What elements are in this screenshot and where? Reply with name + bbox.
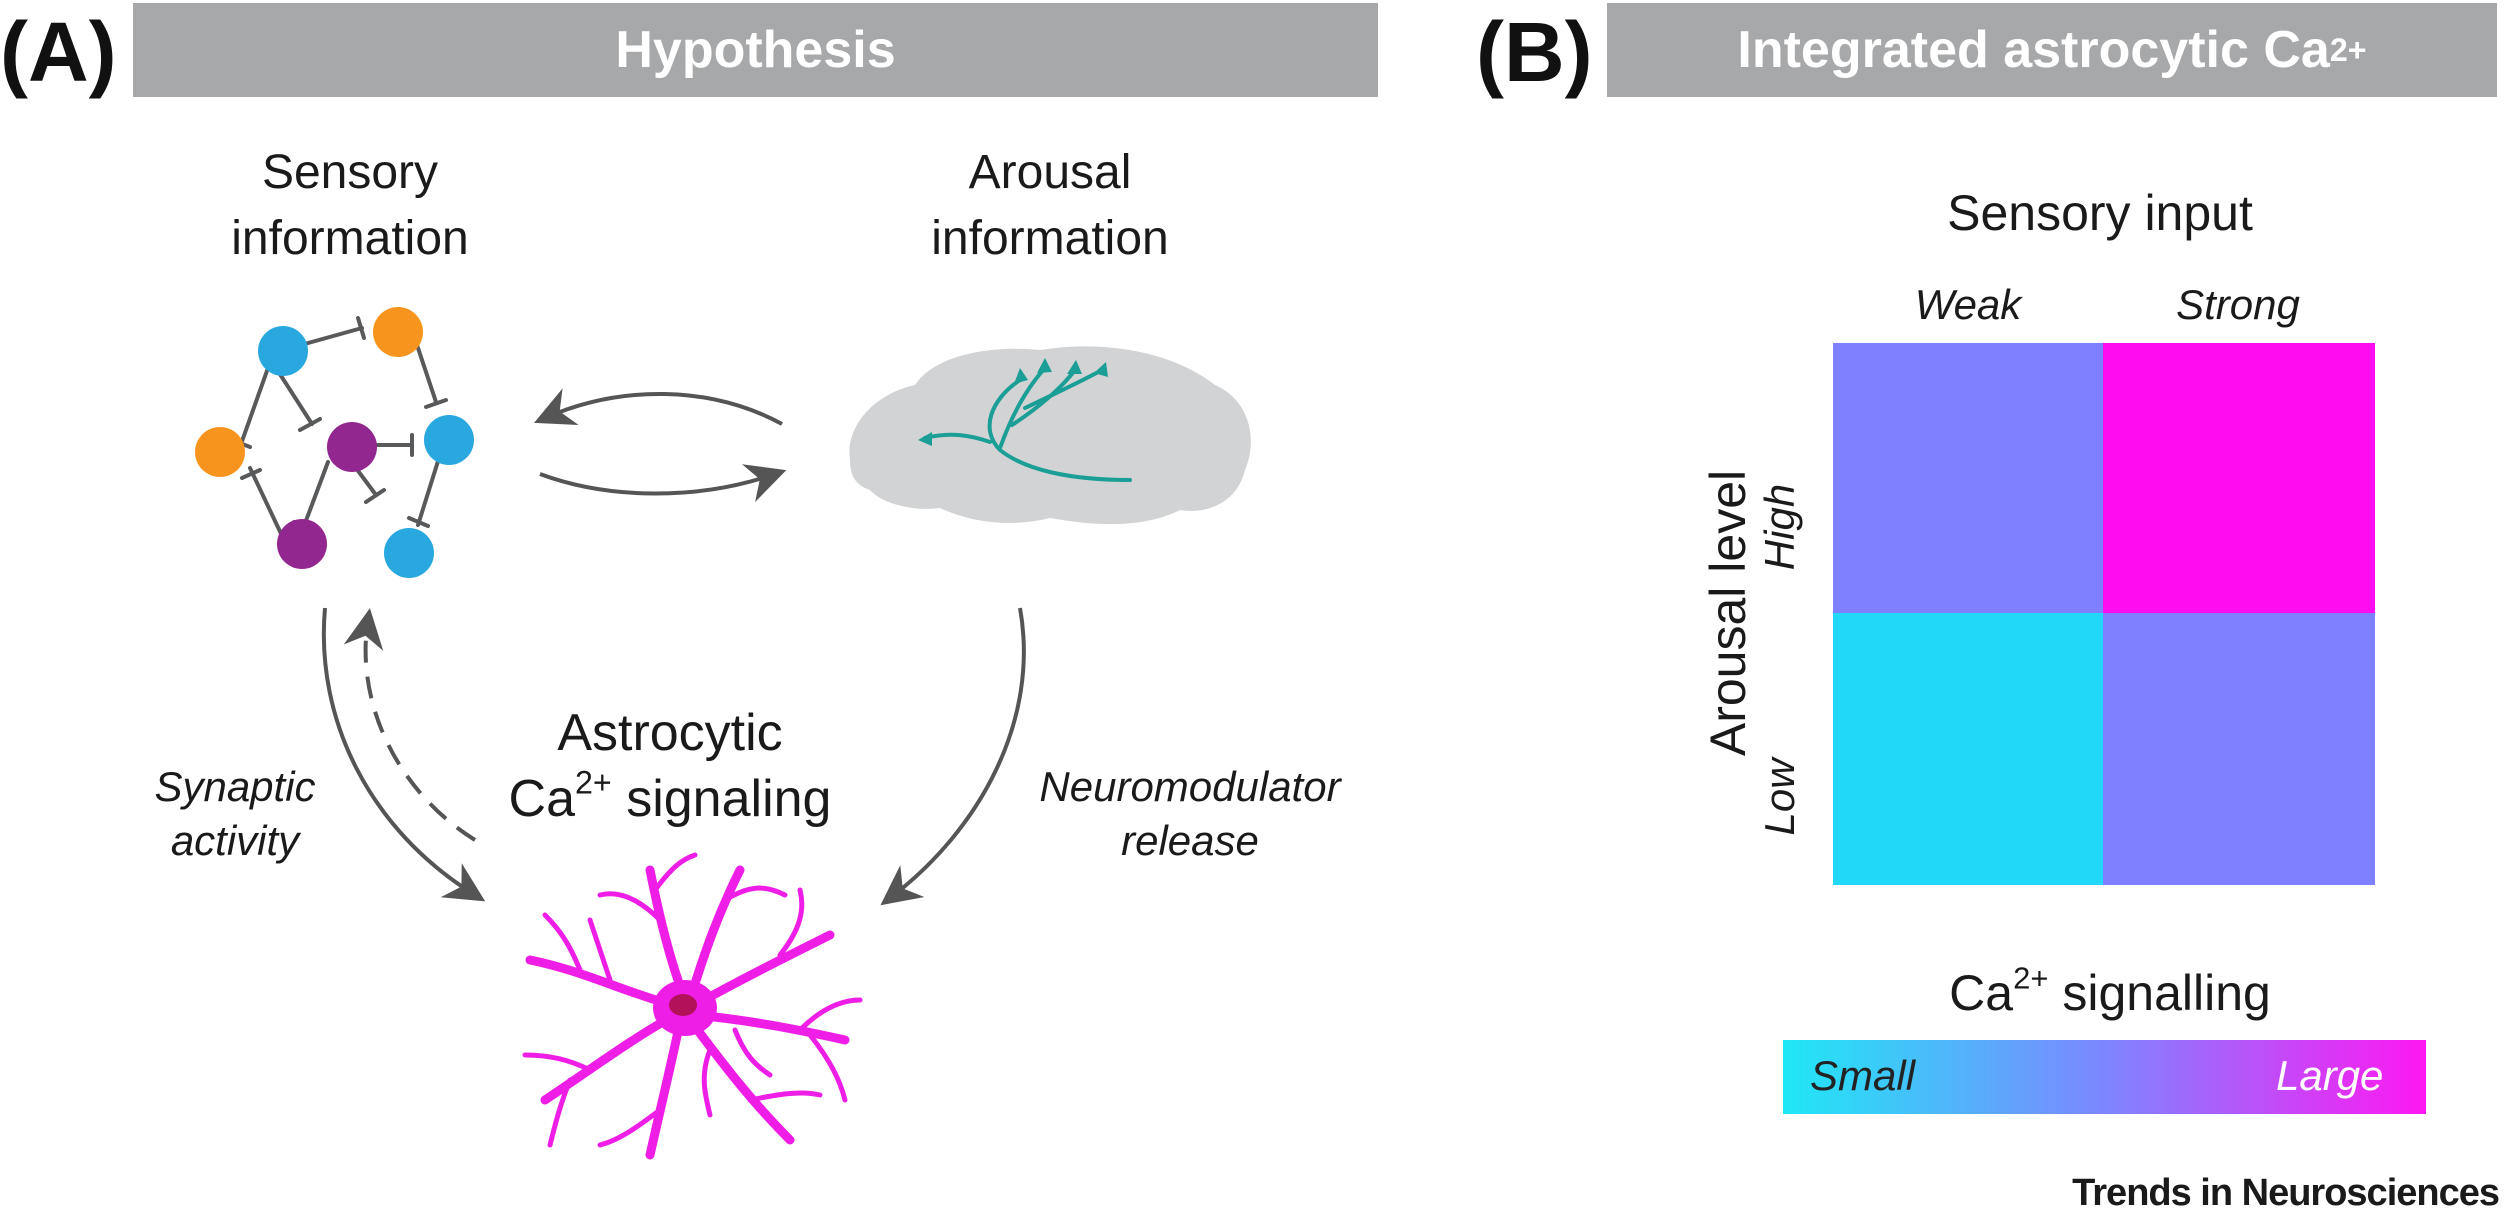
neuron-purple: [327, 422, 377, 472]
neuron-orange: [195, 427, 245, 477]
neuron-blue: [258, 326, 308, 376]
ca-signalling-scale-title: Ca2+ signalling: [1949, 960, 2271, 1021]
row-high-label: High: [1756, 483, 1803, 571]
panel-a-letter: (A): [0, 5, 117, 99]
arrow-arousal-to-sensory: [534, 388, 783, 426]
astrocytic-signaling-label: Astrocytic Ca2+ signaling: [508, 704, 832, 828]
journal-footer: Trends in Neurosciences: [2072, 1172, 2500, 1214]
cell-low-weak: [1833, 613, 2103, 885]
neural-network-diagram: [195, 307, 474, 578]
arrow-synaptic-activity: [321, 607, 486, 902]
neuron-orange: [373, 307, 423, 357]
column-weak-label: Weak: [1914, 281, 2022, 328]
arrow-feedback-dashed: [343, 608, 477, 842]
scale-large-label: Large: [2276, 1052, 2384, 1099]
cell-low-strong: [2103, 613, 2375, 885]
scale-small-label: Small: [1810, 1052, 1916, 1099]
brain-diagram: [849, 346, 1251, 525]
panel-b-letter: (B): [1476, 5, 1593, 99]
arousal-information-label: Arousal information: [931, 146, 1169, 265]
cell-high-weak: [1833, 343, 2103, 613]
arrow-neuromodulator: [880, 607, 1026, 906]
astrocyte-diagram: [522, 852, 863, 1160]
row-low-label: Low: [1756, 758, 1803, 836]
arousal-level-label: Arousal level: [1700, 469, 1756, 757]
synaptic-activity-label: Synaptic activity: [154, 763, 316, 864]
neuron-purple: [277, 519, 327, 569]
panel-a-banner: Hypothesis: [133, 3, 1378, 97]
neuromodulator-release-label: Neuromodulator release: [1039, 763, 1341, 864]
astrocyte-nucleus: [669, 994, 697, 1016]
neuron-blue: [384, 528, 434, 578]
cell-high-strong: [2103, 343, 2375, 613]
column-strong-label: Strong: [2176, 281, 2300, 328]
arrow-sensory-to-arousal: [539, 464, 787, 503]
neuron-blue: [424, 415, 474, 465]
sensory-input-label: Sensory input: [1947, 185, 2253, 241]
ca-signalling-color-scale: [1783, 1040, 2426, 1114]
sensory-information-label: Sensory information: [231, 146, 469, 265]
arrows-layer: [321, 388, 1026, 906]
